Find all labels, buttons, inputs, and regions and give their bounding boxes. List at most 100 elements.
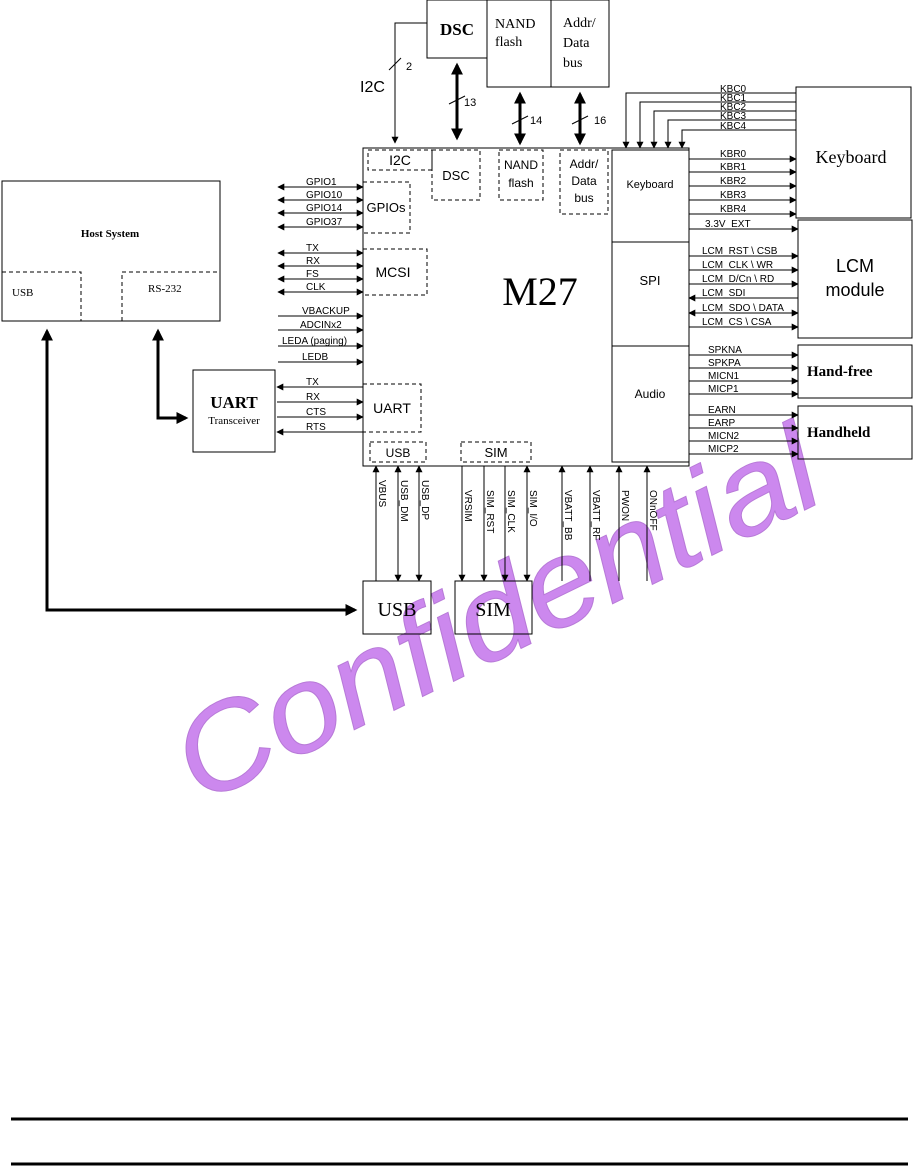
power-signal-label: VBATT_BB — [562, 490, 573, 541]
chip-addr-block — [559, 149, 609, 215]
handfree-signal-label: MICN1 — [708, 371, 740, 382]
kbc-line — [664, 119, 796, 149]
uart-transceiver: UART Transceiver — [192, 369, 276, 453]
lcm-module-label-1: LCM — [836, 256, 874, 276]
host-rs232-port — [121, 271, 221, 322]
chip-i2c-label: I2C — [389, 152, 411, 168]
lcm-signal-label: LCM_SDI — [702, 288, 745, 299]
host-connections — [41, 328, 358, 616]
host-usb-label: USB — [12, 287, 33, 299]
addr-top-label-3: bus — [563, 56, 582, 71]
lcm-signal-label: LCM_CLK \ WR — [702, 260, 773, 271]
handfree-box-label: Hand-free — [807, 364, 873, 380]
sim-signal-label: SIM_CLK — [505, 490, 516, 533]
chip-mcsi-label: MCSI — [376, 264, 411, 280]
uart-signal-label: CTS — [306, 407, 326, 418]
usb-signal-label: USB_DM — [398, 480, 409, 522]
chip-audio-block — [611, 345, 690, 463]
chip-gpios-label: GPIOs — [366, 200, 406, 215]
power-signal-label: VBATT_RF — [590, 490, 601, 540]
handheld-signal-label: EARP — [708, 418, 736, 429]
handheld-box — [797, 405, 913, 460]
power-signal-label: PWON — [619, 490, 630, 521]
chip-addr-label-1: Addr/ — [570, 157, 599, 171]
sim-signal-label: SIM_RST — [484, 490, 495, 533]
memory-buses: 13 14 16 — [448, 62, 606, 146]
addr-top-label-2: Data — [563, 36, 590, 51]
uart-signal-label: RX — [306, 392, 320, 403]
kbc-signal-label: KBC3 — [720, 111, 747, 122]
lcm-signal-label: LCM_CS \ CSA — [702, 317, 772, 328]
handheld-box-label: Handheld — [807, 425, 871, 441]
uart-transceiver-title: UART — [210, 393, 258, 412]
i2c-bus-label: I2C — [360, 79, 385, 96]
host-rs232-label: RS-232 — [148, 283, 182, 295]
lcm-signal-label: LCM_RST \ CSB — [702, 246, 778, 257]
mcsi-signal-label: CLK — [306, 282, 326, 293]
chip-uart-block — [362, 383, 422, 433]
misc-signal-label: VBACKUP — [302, 306, 350, 317]
sim-bottom-label: SIM — [475, 599, 511, 621]
misc-signal-label: LEDA (paging) — [282, 336, 347, 347]
chip-addr-label-2: Data — [571, 174, 597, 188]
chip-keyboard-block — [611, 149, 690, 243]
host-system-box — [1, 180, 221, 322]
misc-signal-label: ADCINx2 — [300, 320, 342, 331]
mcsi-signal-label: TX — [306, 243, 319, 254]
chip-usb-block — [369, 441, 427, 463]
i2c-bus: 2 I2C — [360, 22, 427, 144]
handfree-signal-label: SPKPA — [708, 358, 741, 369]
chip-nand-label-2: flash — [508, 176, 533, 190]
nand-width-label: 14 — [530, 115, 542, 127]
chip-nand-label-1: NAND — [504, 158, 538, 172]
kbc-signal-label: KBC2 — [720, 102, 747, 113]
uart-transceiver-subtitle: Transceiver — [208, 415, 260, 427]
chip-addr-label-3: bus — [574, 191, 593, 205]
chip-sim-label: SIM — [484, 445, 507, 460]
handfree-signal-label: SPKNA — [708, 345, 742, 356]
addr-top-label-1: Addr/ — [563, 16, 596, 31]
chip-dsc-label: DSC — [442, 168, 469, 183]
misc-signal-label: LEDB — [302, 352, 328, 363]
chip-gpios-block — [362, 181, 411, 234]
uart-signal-label: RTS — [306, 422, 326, 433]
power-signal-label: ONnOFF — [647, 490, 658, 531]
kbc-signal-label: KBC1 — [720, 93, 747, 104]
mcsi-signal-label: RX — [306, 256, 320, 267]
kbr-signal-label: KBR4 — [720, 204, 747, 215]
right-signal-lines: KBC0KBC1KBC2KBC3KBC4KBR0KBR1KBR2KBR3KBR4… — [622, 84, 799, 458]
host-usb-port — [1, 271, 82, 322]
m27-chip-name: M27 — [502, 269, 578, 314]
chip-keyboard-label: Keyboard — [626, 179, 673, 191]
keyboard-box-label: Keyboard — [816, 147, 887, 167]
m27-chip: M27 I2C DSC NAND flash Addr/ Data bus GP… — [362, 147, 690, 467]
dsc-width-label: 13 — [464, 97, 476, 109]
uart-signal-label: TX — [306, 377, 319, 388]
kbr-signal-label: KBR2 — [720, 176, 747, 187]
bottom-boxes: USB SIM — [362, 580, 533, 635]
chip-spi-label: SPI — [640, 273, 661, 288]
mcsi-signal-label: FS — [306, 269, 319, 280]
chip-uart-label: UART — [373, 400, 411, 416]
usb-signal-label: VBUS — [376, 480, 387, 508]
lcm-module-label-2: module — [825, 280, 884, 300]
usb-bottom-label: USB — [378, 599, 417, 621]
kbc-line — [636, 101, 796, 149]
sim-bottom-box — [454, 580, 533, 635]
chip-spi-block — [611, 241, 690, 347]
addr-width-label: 16 — [594, 115, 606, 127]
right-peripheral-boxes: Keyboard LCM module Hand-free Handheld — [795, 86, 913, 460]
dsc-top-label: DSC — [440, 20, 474, 39]
gpio-signal-label: GPIO14 — [306, 203, 343, 214]
host-system-title: Host System — [81, 228, 139, 240]
kbc-line — [678, 129, 796, 149]
kbc-line — [650, 110, 796, 149]
kbc-signal-label: KBC0 — [720, 84, 747, 95]
kbr-signal-label: KBR3 — [720, 190, 747, 201]
handheld-signal-label: MICN2 — [708, 431, 740, 442]
handheld-signal-label: MICP2 — [708, 444, 739, 455]
kbc-signal-label: KBC4 — [720, 121, 747, 132]
gpio-signal-label: GPIO37 — [306, 217, 343, 228]
